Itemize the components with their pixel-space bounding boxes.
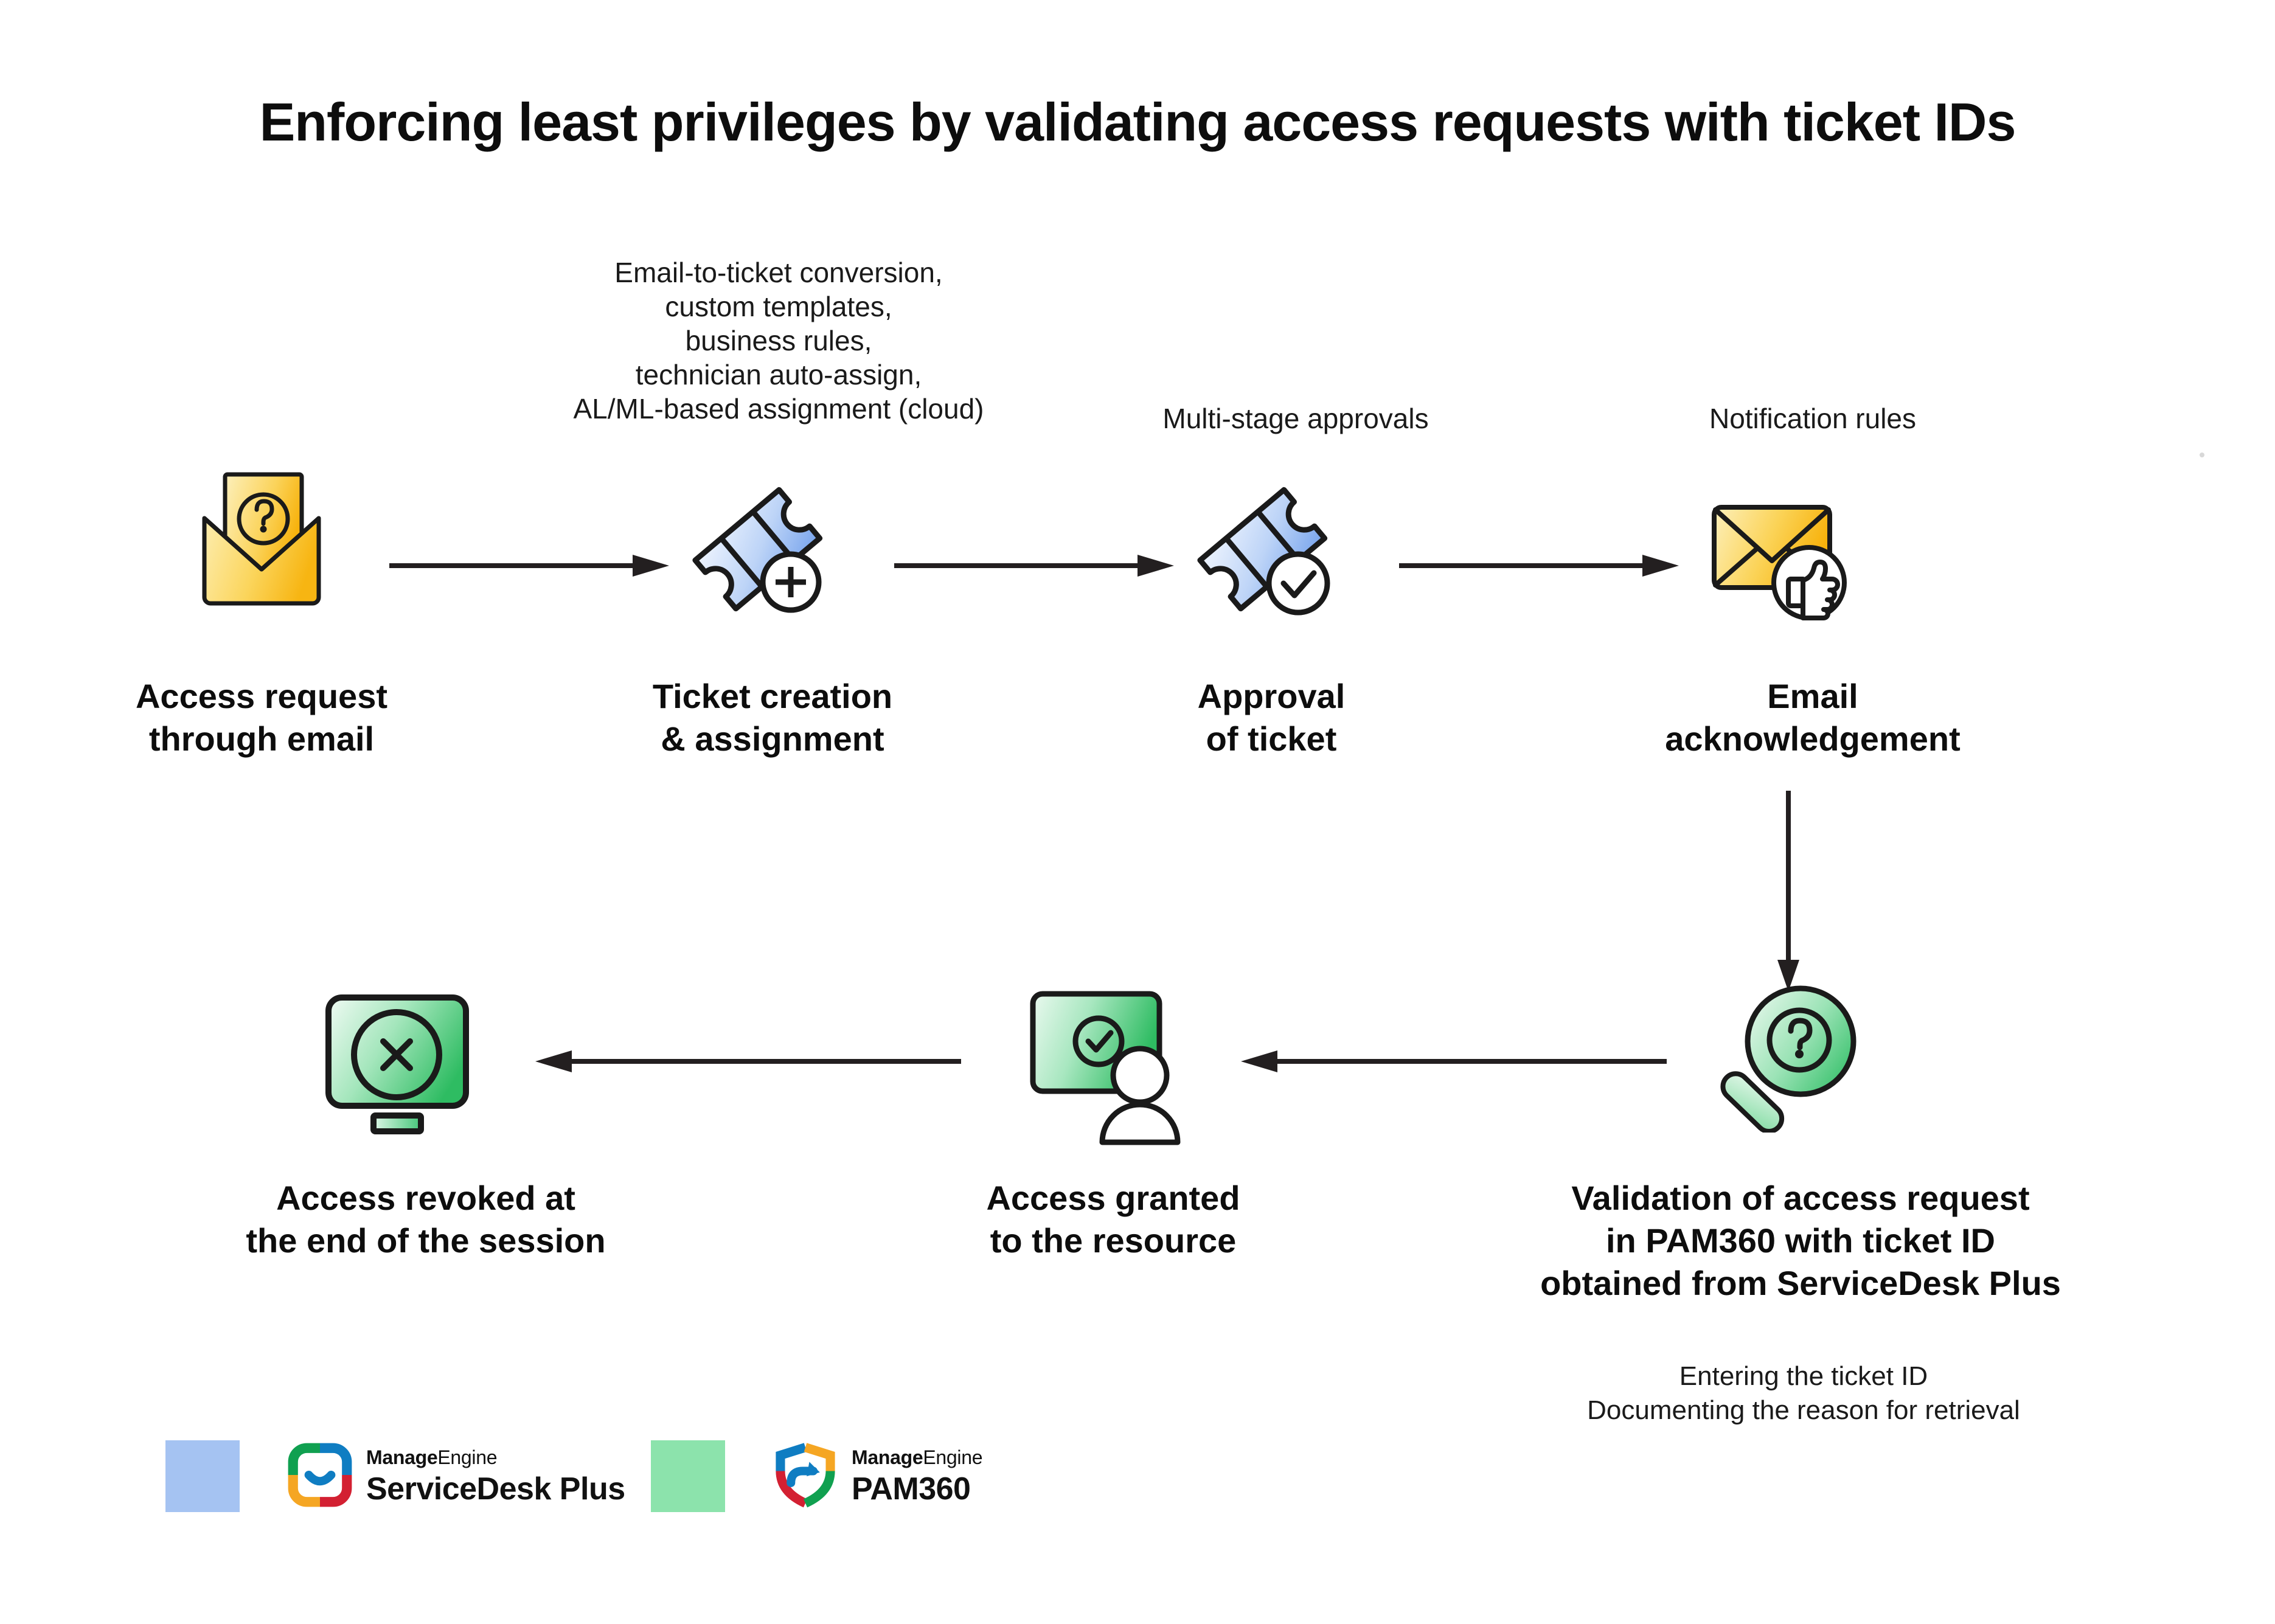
screen-check-person-icon <box>1027 985 1198 1151</box>
arrow-email-to-validation <box>1770 791 1807 991</box>
servicedesk-plus-logo-text: ManageEngine ServiceDesk Plus <box>366 1448 625 1505</box>
step-label-ticket-creation-assignment: Ticket creation & assignment <box>652 677 893 758</box>
legend-swatch-blue <box>165 1440 240 1512</box>
envelope-question-icon <box>182 462 341 618</box>
arrow-ticket-to-approval <box>894 547 1174 584</box>
legend-swatch-green <box>651 1440 725 1512</box>
manageengine-wordmark-2: ManageEngine <box>852 1448 982 1467</box>
monitor-cross-icon <box>307 980 478 1151</box>
pam360-logo-icon <box>773 1442 838 1510</box>
stray-dot-mark <box>2200 453 2204 457</box>
manageengine-light: Engine <box>437 1446 498 1468</box>
step-label-approval-of-ticket: Approval of ticket <box>1197 677 1346 758</box>
step-label-validation-pam360: Validation of access request in PAM360 w… <box>1540 1179 2061 1302</box>
manageengine-bold-2: Manage <box>852 1446 923 1468</box>
annotation-notification: Notification rules <box>1709 403 1917 434</box>
manageengine-bold: Manage <box>366 1446 438 1468</box>
legend-item-servicedesk-plus: ManageEngine ServiceDesk Plus <box>165 1440 625 1512</box>
manageengine-light-2: Engine <box>923 1446 983 1468</box>
pam360-name: PAM360 <box>852 1471 971 1507</box>
validation-detail-caption: Entering the ticket ID Documenting the r… <box>1587 1361 2020 1426</box>
servicedesk-plus-name: ServiceDesk Plus <box>366 1471 625 1507</box>
ticket-check-icon <box>1189 481 1349 616</box>
arrow-approval-to-email <box>1399 547 1679 584</box>
magnifier-question-icon <box>1720 973 1880 1133</box>
page-title: Enforcing least privileges by validating… <box>259 92 2016 152</box>
step-label-email-acknowledgement: Email acknowledgement <box>1665 677 1961 758</box>
step-label-access-revoked: Access revoked at the end of the session <box>246 1179 606 1260</box>
arrow-granted-to-revoked <box>535 1043 961 1080</box>
pam360-logo-text: ManageEngine PAM360 <box>852 1448 982 1505</box>
ticket-plus-icon <box>684 481 844 616</box>
servicedesk-plus-logo: ManageEngine ServiceDesk Plus <box>287 1442 625 1510</box>
pam360-logo: ManageEngine PAM360 <box>773 1442 982 1510</box>
envelope-thumbsup-icon <box>1700 487 1859 624</box>
servicedesk-plus-logo-icon <box>287 1442 353 1510</box>
annotation-ticket-creation: Email-to-ticket conversion, custom templ… <box>573 257 984 425</box>
legend-item-pam360: ManageEngine PAM360 <box>651 1440 982 1512</box>
step-label-access-granted: Access granted to the resource <box>986 1179 1240 1260</box>
arrow-validation-to-granted <box>1241 1043 1667 1080</box>
step-label-access-request-email: Access request through email <box>135 677 387 758</box>
arrow-request-to-ticket <box>389 547 669 584</box>
manageengine-wordmark: ManageEngine <box>366 1448 625 1467</box>
annotation-approval: Multi-stage approvals <box>1162 403 1429 434</box>
